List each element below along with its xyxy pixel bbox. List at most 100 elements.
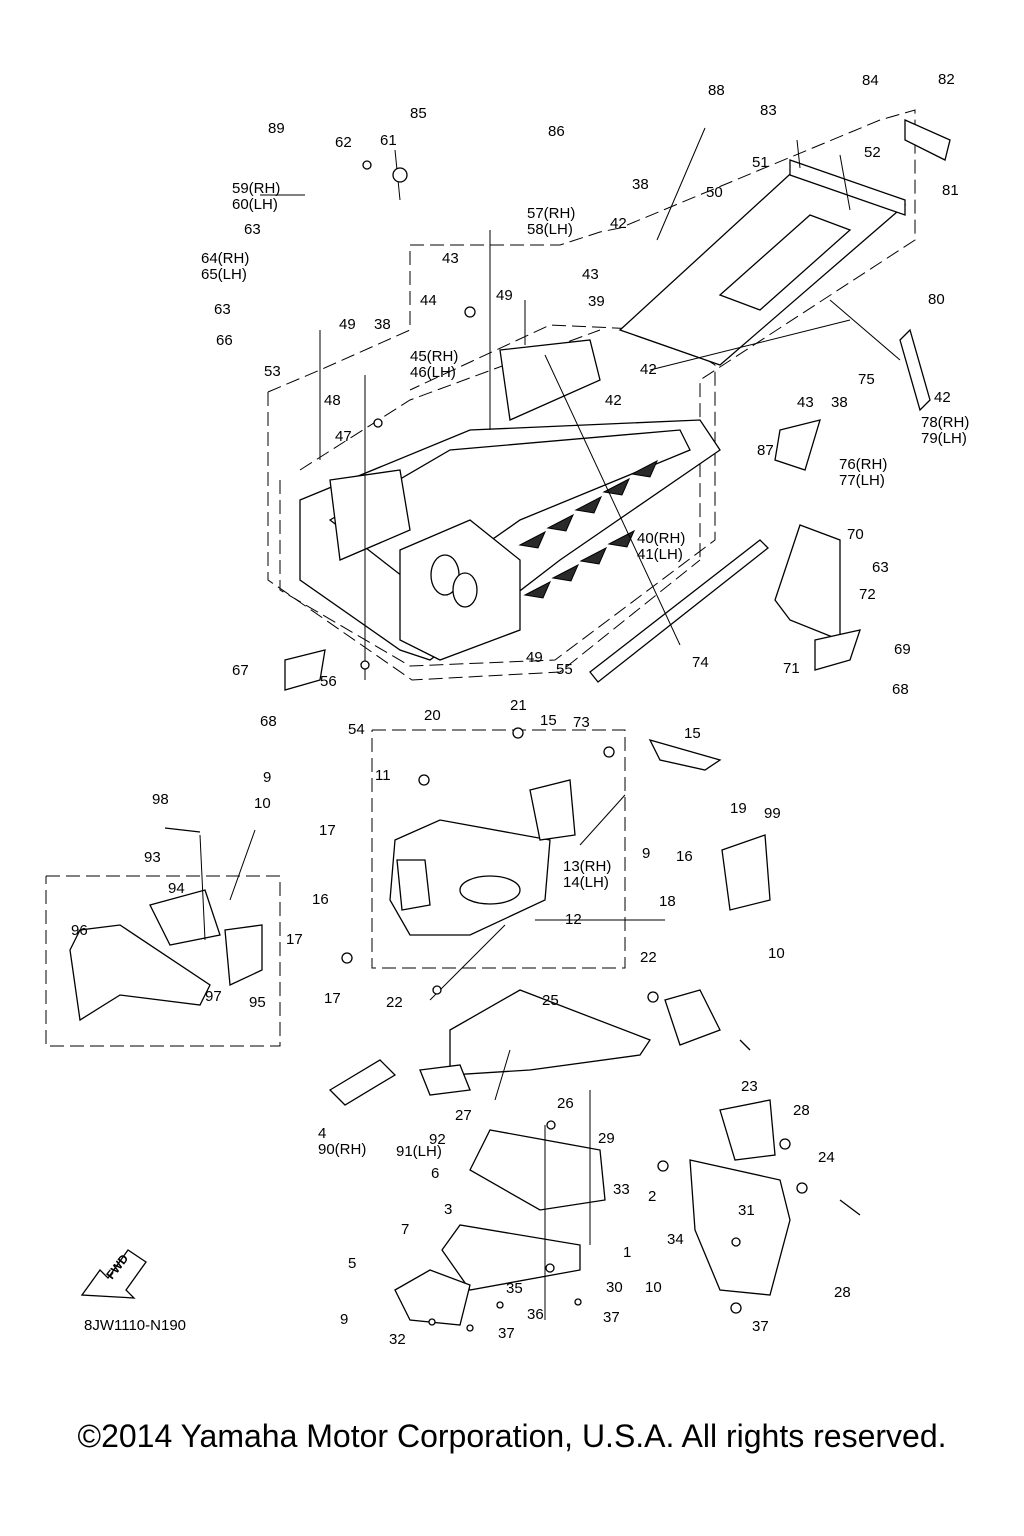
callout-label: 81 [942,182,959,199]
callout-label: 73 [573,714,590,731]
callout-label: 66 [216,332,233,349]
callout-label: 38 [632,176,649,193]
callout-label: 90(RH) [318,1141,366,1158]
callout-label: 33 [613,1181,630,1198]
callout-label: 4 [318,1125,326,1142]
callout-label: 68 [260,713,277,730]
callout-label: 31 [738,1202,755,1219]
callout-label: 53 [264,363,281,380]
callout-label: 13(RH) [563,858,611,875]
callout-label: 7 [401,1221,409,1238]
callout-label: 77(LH) [839,472,885,489]
callout-label: 38 [374,316,391,333]
callout-label: 22 [386,994,403,1011]
steering-post [328,1059,397,1106]
fwd-arrow-icon: FWD [80,1249,147,1299]
callout-label: 35 [506,1280,523,1297]
callout-label: 1 [623,1244,631,1261]
callout-label: 17 [319,822,336,839]
callout-label: 38 [831,394,848,411]
callout-label: 24 [818,1149,835,1166]
rear-bumper-parts [649,118,951,471]
callout-label: 88 [708,82,725,99]
callout-label: 58(LH) [527,221,573,238]
callout-label: 92 [429,1131,446,1148]
front-bumper-loop [689,1099,791,1296]
callout-label: 46(LH) [410,364,456,381]
front-nose-frame [389,738,771,936]
callout-label: 40(RH) [637,530,685,547]
callout-label: 16 [676,848,693,865]
callout-label: 42 [610,215,627,232]
rear-plate [618,159,907,366]
callout-label: 47 [335,428,352,445]
callout-label: 60(LH) [232,196,278,213]
callout-label: 25 [542,992,559,1009]
callout-label: 16 [312,891,329,908]
callout-label: 9 [642,845,650,862]
callout-label: 57(RH) [527,205,575,222]
callout-label: 74 [692,654,709,671]
callout-label: 59(RH) [232,180,280,197]
side-plates [284,524,861,691]
callout-label: 83 [760,102,777,119]
callout-label: 49 [339,316,356,333]
callout-label: 45(RH) [410,348,458,365]
callout-label: 42 [934,389,951,406]
diagram-code: 8JW1110-N190 [84,1317,186,1334]
callout-label: 28 [793,1102,810,1119]
callout-label: 11 [375,767,391,784]
callout-label: 93 [144,849,161,866]
callout-label: 29 [598,1130,615,1147]
front-bumper-assembly [69,889,263,1022]
callout-label: 75 [858,371,875,388]
callout-label: 68 [892,681,909,698]
callout-label: 36 [527,1306,544,1323]
callout-label: 50 [706,184,723,201]
callout-label: 80 [928,291,945,308]
callout-label: 94 [168,880,185,897]
tunnel-frame [299,339,721,661]
callout-label: 82 [938,71,955,88]
callout-label: 97 [205,988,222,1005]
callout-label: 22 [640,949,657,966]
callout-label: 99 [764,805,781,822]
callout-label: 14(LH) [563,874,609,891]
callout-label: 42 [640,361,657,378]
callout-label: 6 [431,1165,439,1182]
callout-label: 78(RH) [921,414,969,431]
callout-label: 17 [324,990,341,1007]
callout-label: 51 [752,154,769,171]
callout-label: 9 [340,1311,348,1328]
callout-label: 44 [420,292,437,309]
callout-label: 43 [582,266,599,283]
callout-label: 43 [797,394,814,411]
callout-label: 67 [232,662,249,679]
callout-label: 91(LH) [396,1143,442,1160]
callout-label: 2 [648,1188,656,1205]
tunnel-truss-holes [518,459,659,599]
callout-label: 84 [862,72,879,89]
callout-label: 65(LH) [201,266,247,283]
callout-label: 89 [268,120,285,137]
callout-label: 34 [667,1231,684,1248]
callout-label: 5 [348,1255,356,1272]
callout-label: 21 [510,697,527,714]
callout-label: 27 [455,1107,472,1124]
callout-label: 30 [606,1279,623,1296]
callout-label: 10 [768,945,785,962]
callout-label: 70 [847,526,864,543]
callout-label: 23 [741,1078,758,1095]
callout-label: 85 [410,105,427,122]
callout-label: 87 [757,442,774,459]
callout-label: 63 [214,301,231,318]
callout-label: 20 [424,707,441,724]
callout-label: 37 [498,1325,515,1342]
front-frame [419,989,721,1096]
callout-label: 61 [380,132,397,149]
callout-label: 10 [645,1279,662,1296]
callout-label: 72 [859,586,876,603]
callout-label: 48 [324,392,341,409]
callout-label: 96 [71,922,88,939]
